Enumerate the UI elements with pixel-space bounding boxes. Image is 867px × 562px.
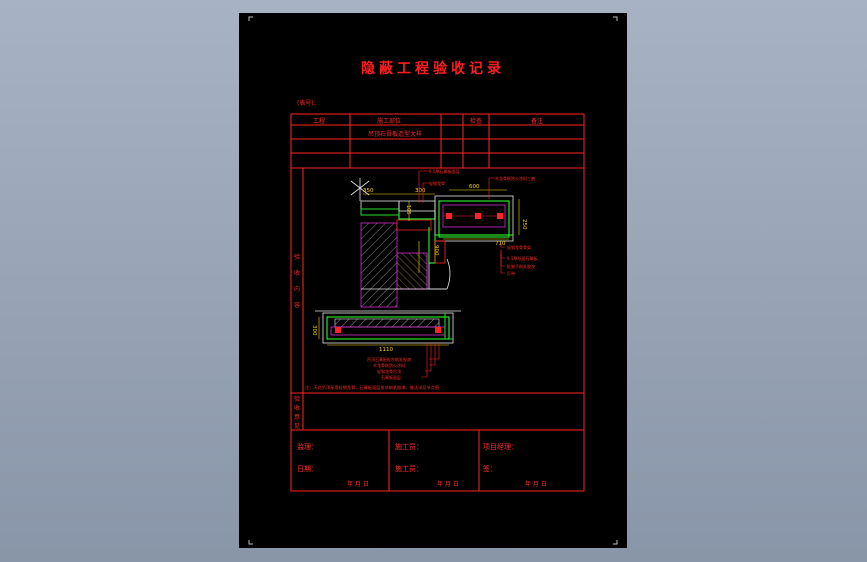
- sign-1-top: 监理：: [297, 442, 318, 451]
- sign-2-top: 施工员：: [395, 442, 423, 451]
- svg-text:意: 意: [294, 413, 300, 421]
- dim-710: 710: [495, 241, 506, 247]
- svg-text:内: 内: [294, 285, 300, 293]
- sign-2-date: 年 月 日: [437, 480, 459, 488]
- header-cell-3: 检查: [470, 117, 482, 125]
- svg-text:容: 容: [294, 301, 300, 309]
- lower-label: 验 收 意 见: [294, 395, 300, 430]
- dim-600: 600: [469, 184, 480, 190]
- header-cell-1: 工程: [313, 117, 325, 125]
- callout-top-right: 木龙骨刷防火涂料三遍: [495, 175, 535, 181]
- sign-1-date: 年 月 日: [347, 480, 369, 488]
- callout-right-4: 灯带: [507, 270, 515, 276]
- dim-900: 900: [433, 245, 439, 256]
- sign-3-bottom: 签：: [483, 464, 497, 473]
- callout-bottom-2: 木龙骨刷防火涂料: [373, 362, 405, 368]
- cad-drawing: 隐蔽工程验收记录 (表号): 工程 施工部位 检查 备注 吊顶石膏板造型大样: [248, 16, 618, 545]
- sign-3-date: 年 月 日: [525, 480, 547, 488]
- svg-text:验: 验: [294, 395, 300, 403]
- svg-text:验: 验: [294, 253, 300, 261]
- callout-top-a: 9.5厚石膏板面层: [429, 168, 459, 174]
- dim-300-lower: 300: [311, 325, 317, 336]
- callout-bottom-4: 石膏板面层: [381, 374, 401, 380]
- sign-2-bottom: 施工员：: [395, 464, 423, 473]
- dim-1110: 1110: [379, 347, 393, 353]
- callout-bottom-3: 轻钢龙骨吊顶: [377, 368, 401, 374]
- upper-detail: 350 300 600 250 710 900 105 9.5厚石膏板面层 轻钢…: [350, 168, 537, 308]
- sign-1-bottom: 日期：: [297, 465, 318, 473]
- row1-item: 吊顶石膏板造型大样: [368, 130, 422, 138]
- drawing-sheet: 隐蔽工程验收记录 (表号): 工程 施工部位 检查 备注 吊顶石膏板造型大样: [239, 13, 627, 548]
- svg-text:见: 见: [294, 423, 300, 430]
- callout-right-3: 批腻子刷乳胶漆: [507, 263, 535, 269]
- svg-text:收: 收: [294, 269, 300, 277]
- sign-3-top: 项目经理：: [483, 442, 518, 451]
- table-frame: [290, 113, 585, 492]
- sheet-subtitle: (表号):: [297, 99, 316, 107]
- dim-350: 350: [363, 188, 374, 194]
- footer-note: 注：天花吊顶采用轻钢龙骨，石膏板面层批灰刷乳胶漆，做法详见节点图: [305, 384, 439, 391]
- lower-detail: 300 1110 吊顶石膏板批灰刷乳胶漆 木龙骨刷防火涂料 轻钢龙骨吊顶 石膏板…: [311, 310, 461, 380]
- callout-right-1: 轻钢龙骨骨架: [507, 244, 531, 250]
- callout-bottom-1: 吊顶石膏板批灰刷乳胶漆: [367, 356, 411, 362]
- svg-text:收: 收: [294, 404, 300, 412]
- callout-right-2: 9.5厚纸面石膏板: [507, 255, 537, 261]
- dim-250: 250: [521, 219, 527, 230]
- callout-top-b: 轻钢龙骨: [429, 180, 445, 186]
- left-label: 验 收 内 容: [294, 253, 300, 309]
- header-cell-2: 施工部位: [377, 117, 401, 125]
- sheet-title: 隐蔽工程验收记录: [361, 60, 505, 77]
- dim-300: 300: [415, 188, 426, 194]
- dim-105: 105: [405, 205, 411, 215]
- header-cell-4: 备注: [531, 117, 543, 125]
- corner-marks: [248, 16, 618, 545]
